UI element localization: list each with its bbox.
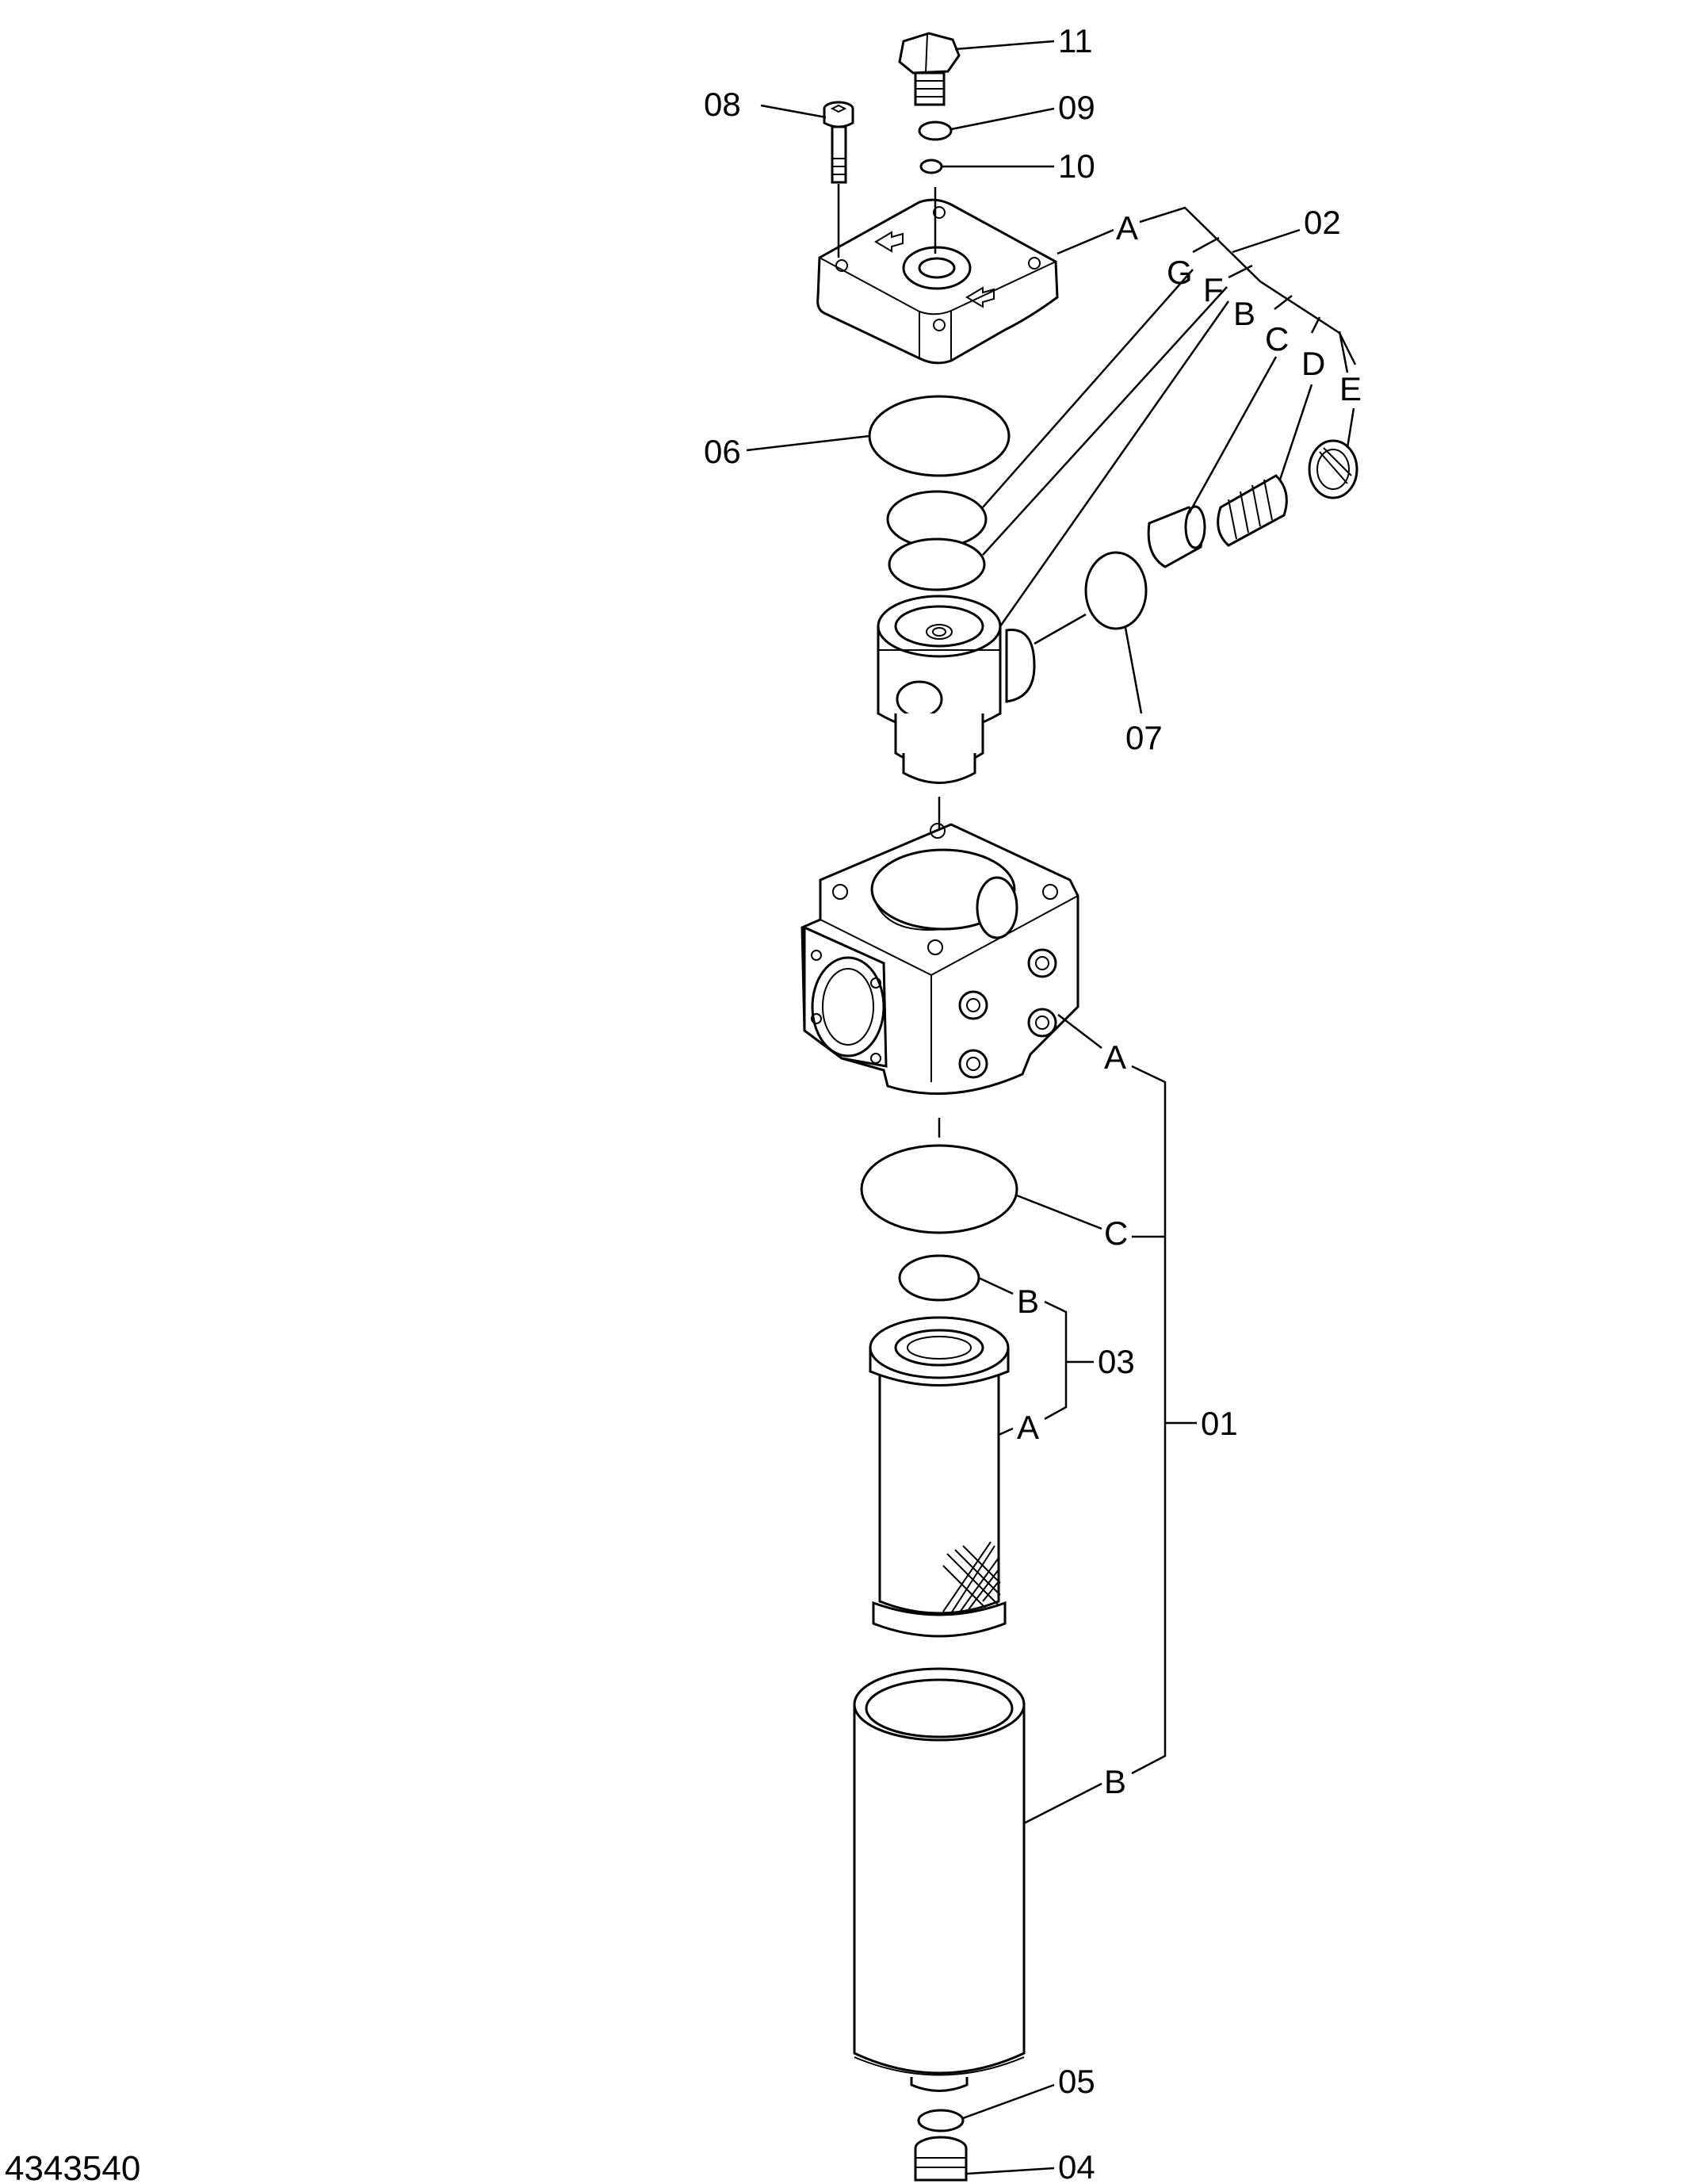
label-top-d: D — [1301, 345, 1325, 382]
callout-08: 08 — [704, 86, 741, 123]
callout-10: 10 — [1058, 147, 1095, 185]
bowl-seal: C — [860, 1144, 1128, 1252]
part-05-o-ring: 05 — [917, 2063, 1095, 2132]
poppet-spring-plug — [1147, 356, 1358, 568]
filter-head: A — [801, 823, 1126, 1096]
callout-01: 01 — [1201, 1405, 1238, 1442]
label-oring-b: B — [1017, 1283, 1039, 1320]
part-06-o-ring: 06 — [704, 395, 1011, 477]
part-10-o-ring: 10 — [919, 147, 1095, 185]
part-03-filter-element: A 03 — [869, 1300, 1135, 1638]
part-11-hex-plug: 11 — [898, 22, 1093, 106]
callout-05: 05 — [1058, 2063, 1095, 2100]
label-seal-c: C — [1104, 1214, 1128, 1252]
part-07-o-ring: 07 — [1084, 551, 1163, 756]
label-head-a: A — [1104, 1038, 1126, 1076]
label-top-c: C — [1265, 320, 1289, 358]
label-top-a: A — [1116, 209, 1138, 247]
label-top-b: B — [1233, 295, 1255, 332]
part-04-drain-plug: 04 — [914, 2136, 1095, 2184]
callout-04: 04 — [1058, 2148, 1095, 2184]
valve-body — [877, 300, 1230, 784]
bracket-01: 01 — [1131, 1065, 1238, 1775]
part-08-socket-bolt: 08 — [704, 86, 854, 184]
element-o-ring: B — [898, 1254, 1039, 1320]
drawing-number: 4343540 — [5, 2149, 140, 2184]
g-f-rings — [886, 269, 1228, 591]
label-top-e: E — [1339, 370, 1362, 407]
callout-03: 03 — [1098, 1343, 1135, 1380]
callout-02: 02 — [1304, 204, 1341, 241]
callout-11: 11 — [1058, 22, 1093, 59]
callout-09: 09 — [1058, 89, 1095, 126]
part-09-o-ring: 09 — [918, 89, 1095, 141]
label-bowl-b: B — [1104, 1763, 1126, 1800]
callout-06: 06 — [704, 433, 741, 470]
callout-07: 07 — [1125, 719, 1163, 756]
label-element-a: A — [1017, 1409, 1039, 1446]
bracket-02: 02 G F B C D E — [1139, 204, 1362, 407]
filter-bowl: B — [853, 1667, 1126, 2092]
cover-plate: A — [816, 184, 1138, 365]
